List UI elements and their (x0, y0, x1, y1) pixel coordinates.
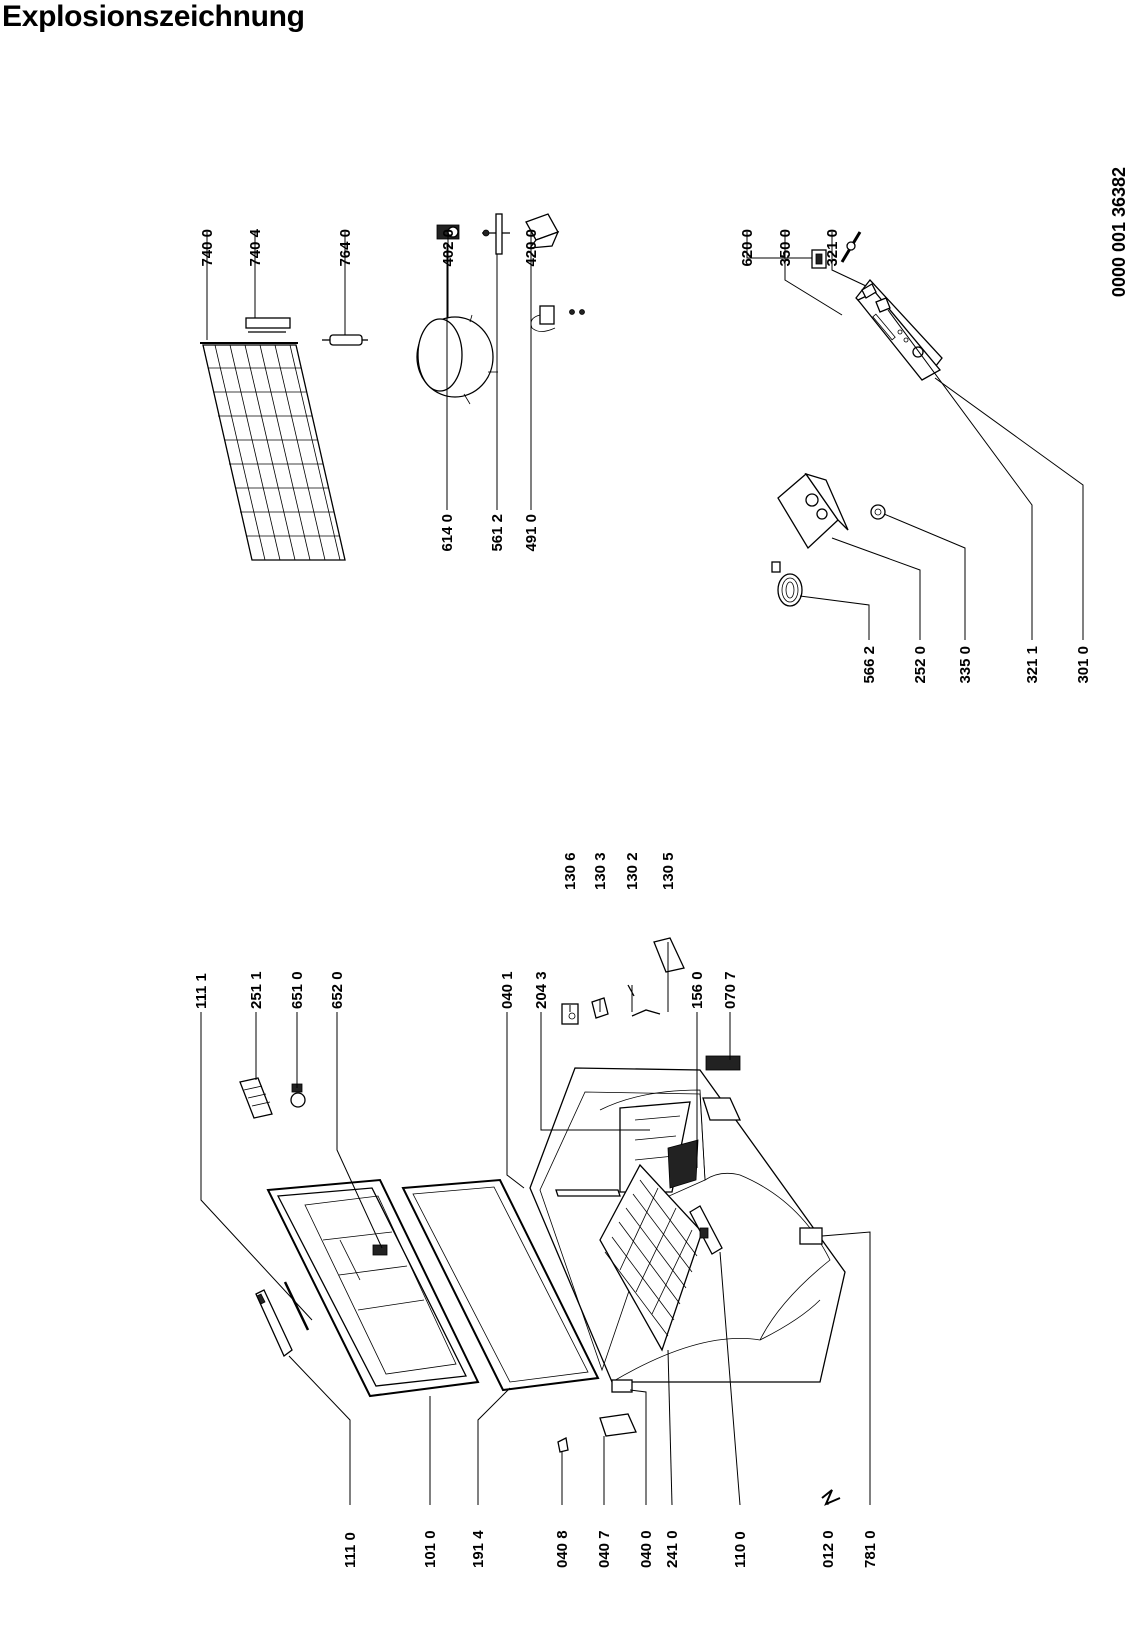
small-part-040-7 (599, 1413, 637, 1437)
label-040-1: 040 1 (499, 971, 516, 1009)
small-part-040-8 (557, 1437, 569, 1453)
capillary-part (322, 334, 368, 346)
label-740-0: 740 0 (199, 229, 216, 267)
label-191-4: 191 4 (470, 1530, 487, 1568)
label-335-0: 335 0 (957, 646, 974, 684)
label-251-1: 251 1 (248, 971, 265, 1009)
leader-lines-right (746, 232, 1084, 640)
small-part-561 (482, 213, 510, 255)
label-130-6: 130 6 (562, 852, 579, 890)
label-614-0: 614 0 (439, 514, 456, 552)
label-070-7: 070 7 (722, 971, 739, 1009)
label-651-0: 651 0 (289, 971, 306, 1009)
small-part-012-0 (821, 1489, 841, 1506)
label-420-0: 420 0 (523, 229, 540, 267)
leader-lines-bottom (200, 942, 871, 1506)
label-764-0: 764 0 (337, 229, 354, 267)
knob-part (870, 504, 886, 520)
vent-grill-part (705, 1055, 741, 1071)
label-241-0: 241 0 (664, 1530, 681, 1568)
label-321-0: 321 0 (824, 229, 841, 267)
small-part-130-6 (561, 1003, 579, 1025)
relay-part (530, 305, 585, 332)
condenser-part (200, 342, 346, 561)
label-566-2: 566 2 (861, 646, 878, 684)
label-301-0: 301 0 (1075, 646, 1092, 684)
label-111-0: 111 0 (342, 1532, 359, 1568)
thermostat-cover-part (689, 1205, 723, 1255)
label-110-0: 110 0 (732, 1531, 749, 1568)
label-491-0: 491 0 (523, 514, 540, 552)
drier-part (245, 317, 291, 333)
lamp-cover-part (239, 1077, 273, 1119)
hinge-part (283, 1281, 310, 1331)
label-204-3: 204 3 (533, 971, 550, 1009)
knob-cap-part (861, 283, 877, 299)
label-130-3: 130 3 (592, 852, 609, 890)
label-740-4: 740 4 (247, 228, 264, 266)
label-040-7: 040 7 (596, 1530, 613, 1568)
document-number: 0000 001 36382 (1109, 167, 1129, 297)
switch-part (811, 249, 827, 269)
coil-part (771, 561, 803, 607)
basket-part (599, 1163, 703, 1352)
lid-part (266, 1178, 480, 1398)
bulb-part (290, 1083, 306, 1108)
label-130-2: 130 2 (624, 852, 641, 890)
label-652-0: 652 0 (329, 971, 346, 1009)
lamp-part (840, 231, 862, 263)
label-781-0: 781 0 (862, 1530, 879, 1568)
label-252-0: 252 0 (912, 646, 929, 684)
small-part-491 (525, 213, 560, 249)
label-130-5: 130 5 (660, 852, 677, 890)
label-402-0: 402 0 (440, 229, 457, 267)
thermostat-housing-part (777, 472, 849, 550)
small-part-130-5 (653, 937, 685, 973)
label-101-0: 101 0 (422, 1530, 439, 1568)
label-561-2: 561 2 (489, 514, 506, 552)
insert-part (875, 297, 891, 313)
label-012-0: 012 0 (820, 1530, 837, 1568)
label-040-0: 040 0 (638, 1530, 655, 1568)
gasket-part (401, 1178, 600, 1392)
page-title: Explosionszeichnung (2, 0, 305, 33)
label-111-1: 111 1 (193, 973, 210, 1009)
label-321-1: 321 1 (1024, 646, 1041, 684)
small-part-130-2 (627, 984, 661, 1017)
compressor-part (416, 314, 498, 405)
hinge-cover-part (255, 1289, 293, 1358)
label-156-0: 156 0 (689, 971, 706, 1009)
label-620-0: 620 0 (739, 229, 756, 267)
label-350-0: 350 0 (777, 229, 794, 267)
label-040-8: 040 8 (554, 1530, 571, 1568)
